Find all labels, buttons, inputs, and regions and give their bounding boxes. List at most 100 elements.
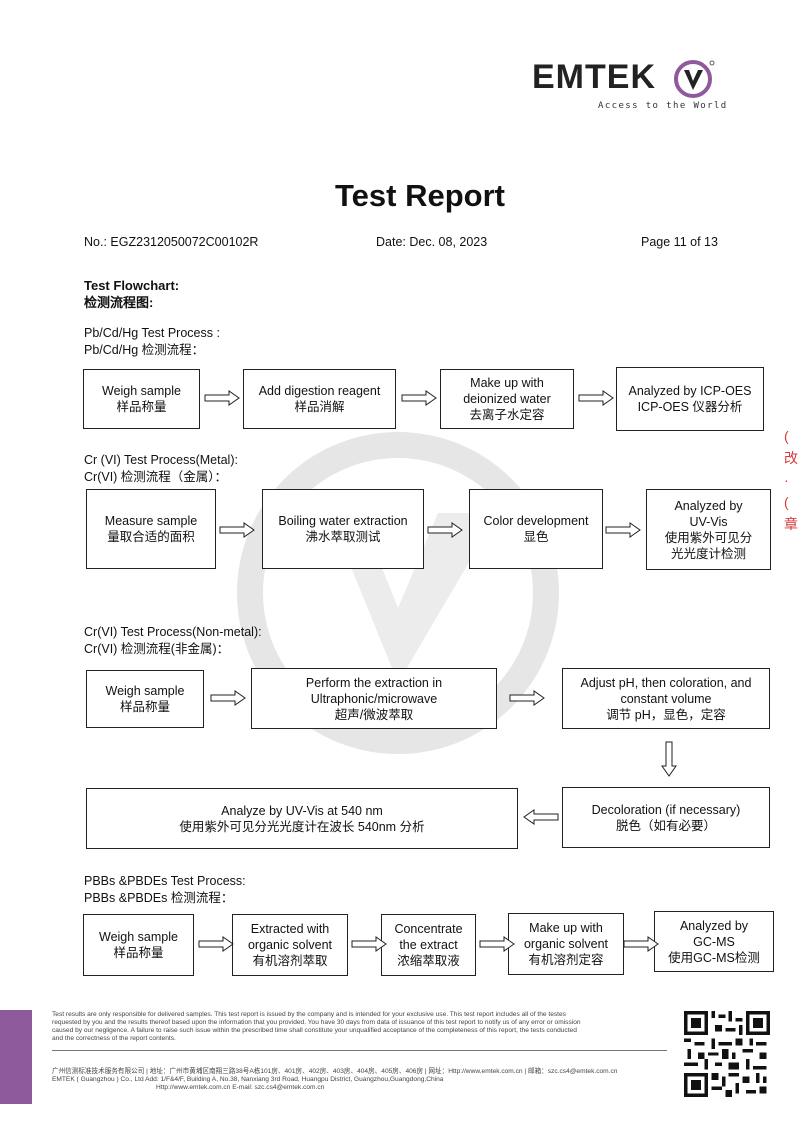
step-label-en-2: UV-Vis <box>689 514 728 529</box>
arrow-right-icon <box>479 936 515 952</box>
arrow-right-icon <box>578 390 614 406</box>
crnonmetal-section-title: Cr(VI) Test Process(Non-metal): Cr(VI) 检… <box>84 624 262 658</box>
step-label-cn: 有机溶剂萃取 <box>252 954 328 968</box>
footer-disclaimer: Test results are only responsible for de… <box>52 1011 670 1043</box>
arrow-right-icon <box>198 936 234 952</box>
flowchart-heading-en: Test Flowchart: <box>84 278 180 293</box>
crnonmetal-step-5: Analyze by UV-Vis at 540 nm 使用紫外可见分光光度计在… <box>86 788 518 849</box>
report-date: Date: Dec. 08, 2023 <box>376 235 487 249</box>
step-label-en-2: constant volume <box>620 691 712 706</box>
step-label-cn-2: 光光度计检测 <box>670 546 746 561</box>
step-label-en: Color development <box>483 514 589 528</box>
arrow-left-icon <box>523 809 559 825</box>
arrow-right-icon <box>509 690 545 706</box>
step-label-en: Boiling water extraction <box>278 514 408 528</box>
date-value: Dec. 08, 2023 <box>409 235 488 249</box>
footer-address: 广州信测标准技术服务有限公司 | 地址：广州市黄埔区南翔三路38号A栋101房、… <box>52 1068 672 1092</box>
report-number: No.: EGZ2312050072C00102R <box>84 235 258 249</box>
step-label-en: Weigh sample <box>102 384 181 398</box>
step-label-en: Weigh sample <box>99 930 178 944</box>
step-label-en-2: Ultraphonic/microwave <box>310 691 438 706</box>
company-logo: EMTEK <box>532 58 656 96</box>
disclaimer-line: requested by you and the results thereof… <box>52 1019 581 1026</box>
page-number: Page 11 of 13 <box>641 235 718 249</box>
page-title: Test Report <box>335 178 505 213</box>
step-label-en: Add digestion reagent <box>258 384 381 398</box>
crmetal-step-2: Boiling water extraction 沸水萃取测试 <box>262 489 424 569</box>
pbcdhg-section-title: Pb/Cd/Hg Test Process : Pb/Cd/Hg 检测流程： <box>84 325 220 359</box>
pbbs-section-title: PBBs &PBDEs Test Process: PBBs &PBDEs 检测… <box>84 873 246 907</box>
step-label-en: Perform the extraction in <box>305 675 443 690</box>
crmetal-title-en: Cr (VI) Test Process(Metal): <box>84 453 238 467</box>
step-label-en: Weigh sample <box>105 684 185 698</box>
crnonmetal-title-cn: Cr(VI) 检测流程(非金属)： <box>84 642 230 656</box>
step-label-en: Analyzed by <box>679 918 749 933</box>
logo-emblem-icon <box>674 60 715 98</box>
step-label-en: Concentrate <box>394 922 463 936</box>
arrow-right-icon <box>219 522 255 538</box>
pbbs-step-5: Analyzed by GC-MS 使用GC-MS检测 <box>654 911 774 972</box>
pbcdhg-step-4: Analyzed by ICP-OES ICP-OES 仪器分析 <box>616 367 764 431</box>
crmetal-step-1: Measure sample 量取合适的面积 <box>86 489 216 569</box>
stamp-fragment: (改· (章 <box>784 428 798 532</box>
footer-divider <box>52 1050 667 1051</box>
step-label-cn: 超声/微波萃取 <box>334 707 414 722</box>
step-label-cn: ICP-OES 仪器分析 <box>637 400 743 414</box>
step-label-cn: 使用GC-MS检测 <box>668 950 760 965</box>
step-label-cn: 调节 pH，显色，定容 <box>606 707 726 722</box>
disclaimer-line: caused by our negligence. A failure to r… <box>52 1027 577 1034</box>
arrow-right-icon <box>401 390 437 406</box>
arrow-right-icon <box>427 522 463 538</box>
arrow-right-icon <box>210 690 246 706</box>
pbcdhg-step-3: Make up with deionized water 去离子水定容 <box>440 369 574 429</box>
step-label-cn: 使用紫外可见分 <box>664 530 753 545</box>
step-label-en-2: deionized water <box>463 392 551 406</box>
arrow-right-icon <box>351 936 387 952</box>
pbcdhg-step-1: Weigh sample 样品称量 <box>83 369 200 429</box>
crnonmetal-step-3: Adjust pH, then coloration, and constant… <box>562 668 770 729</box>
disclaimer-line: and the correctness of the report conten… <box>52 1035 176 1042</box>
address-cn: 广州信测标准技术服务有限公司 | 地址：广州市黄埔区南翔三路38号A栋101房、… <box>52 1068 618 1075</box>
step-label-en: Analyze by UV-Vis at 540 nm <box>221 803 383 818</box>
crnonmetal-step-2: Perform the extraction in Ultraphonic/mi… <box>251 668 497 729</box>
page-label: Page 11 of <box>641 235 701 249</box>
address-en: EMTEK ( Guangzhou ) Co., Ltd Add: 1/F&4/… <box>52 1076 444 1083</box>
step-label-en: Measure sample <box>104 514 198 528</box>
step-label-en: Adjust pH, then coloration, and <box>580 675 752 690</box>
step-label-en: Extracted with <box>250 922 330 936</box>
crnonmetal-title-en: Cr(VI) Test Process(Non-metal): <box>84 625 262 639</box>
flowchart-heading-cn: 检测流程图: <box>84 295 154 310</box>
report-number-value: EGZ2312050072C00102R <box>110 235 259 249</box>
date-label: Date: <box>376 235 406 249</box>
step-label-cn: 样品称量 <box>116 400 167 414</box>
step-label-cn: 脱色（如有必要） <box>615 818 716 833</box>
pbbs-title-en: PBBs &PBDEs Test Process: <box>84 874 246 888</box>
pbbs-step-2: Extracted with organic solvent 有机溶剂萃取 <box>232 914 348 976</box>
step-label-cn: 样品称量 <box>119 700 170 714</box>
pbcdhg-title-en: Pb/Cd/Hg Test Process : <box>84 326 220 340</box>
step-label-en-2: organic solvent <box>247 938 333 952</box>
footer-accent-bar <box>0 1010 32 1104</box>
disclaimer-line: Test results are only responsible for de… <box>52 1011 566 1018</box>
step-label-en-2: organic solvent <box>523 937 609 951</box>
step-label-cn: 浓缩萃取液 <box>397 954 460 968</box>
flowchart-heading: Test Flowchart: 检测流程图: <box>84 277 179 311</box>
arrow-right-icon <box>605 522 641 538</box>
logo-tagline: Access to the World <box>598 101 728 111</box>
report-number-label: No.: <box>84 235 107 249</box>
crnonmetal-step-4: Decoloration (if necessary) 脱色（如有必要） <box>562 787 770 848</box>
footer-web: Http://www.emtek.com.cn E-mail: szc.cs4@… <box>156 1084 325 1091</box>
pbcdhg-title-cn: Pb/Cd/Hg 检测流程： <box>84 343 205 357</box>
step-label-cn: 显色 <box>523 530 549 544</box>
pbbs-step-1: Weigh sample 样品称量 <box>83 914 194 976</box>
step-label-cn: 去离子水定容 <box>469 408 545 422</box>
qr-code-icon <box>684 1011 770 1097</box>
crmetal-title-cn: Cr(VI) 检测流程（金属）： <box>84 470 228 484</box>
step-label-cn: 有机溶剂定容 <box>528 953 604 967</box>
step-label-cn: 使用紫外可见分光光度计在波长 540nm 分析 <box>179 819 425 834</box>
step-label-en: Make up with <box>470 376 544 390</box>
pbbs-title-cn: PBBs &PBDEs 检测流程： <box>84 891 234 905</box>
pbcdhg-step-2: Add digestion reagent 样品消解 <box>243 369 396 429</box>
crnonmetal-step-1: Weigh sample 样品称量 <box>86 670 204 728</box>
